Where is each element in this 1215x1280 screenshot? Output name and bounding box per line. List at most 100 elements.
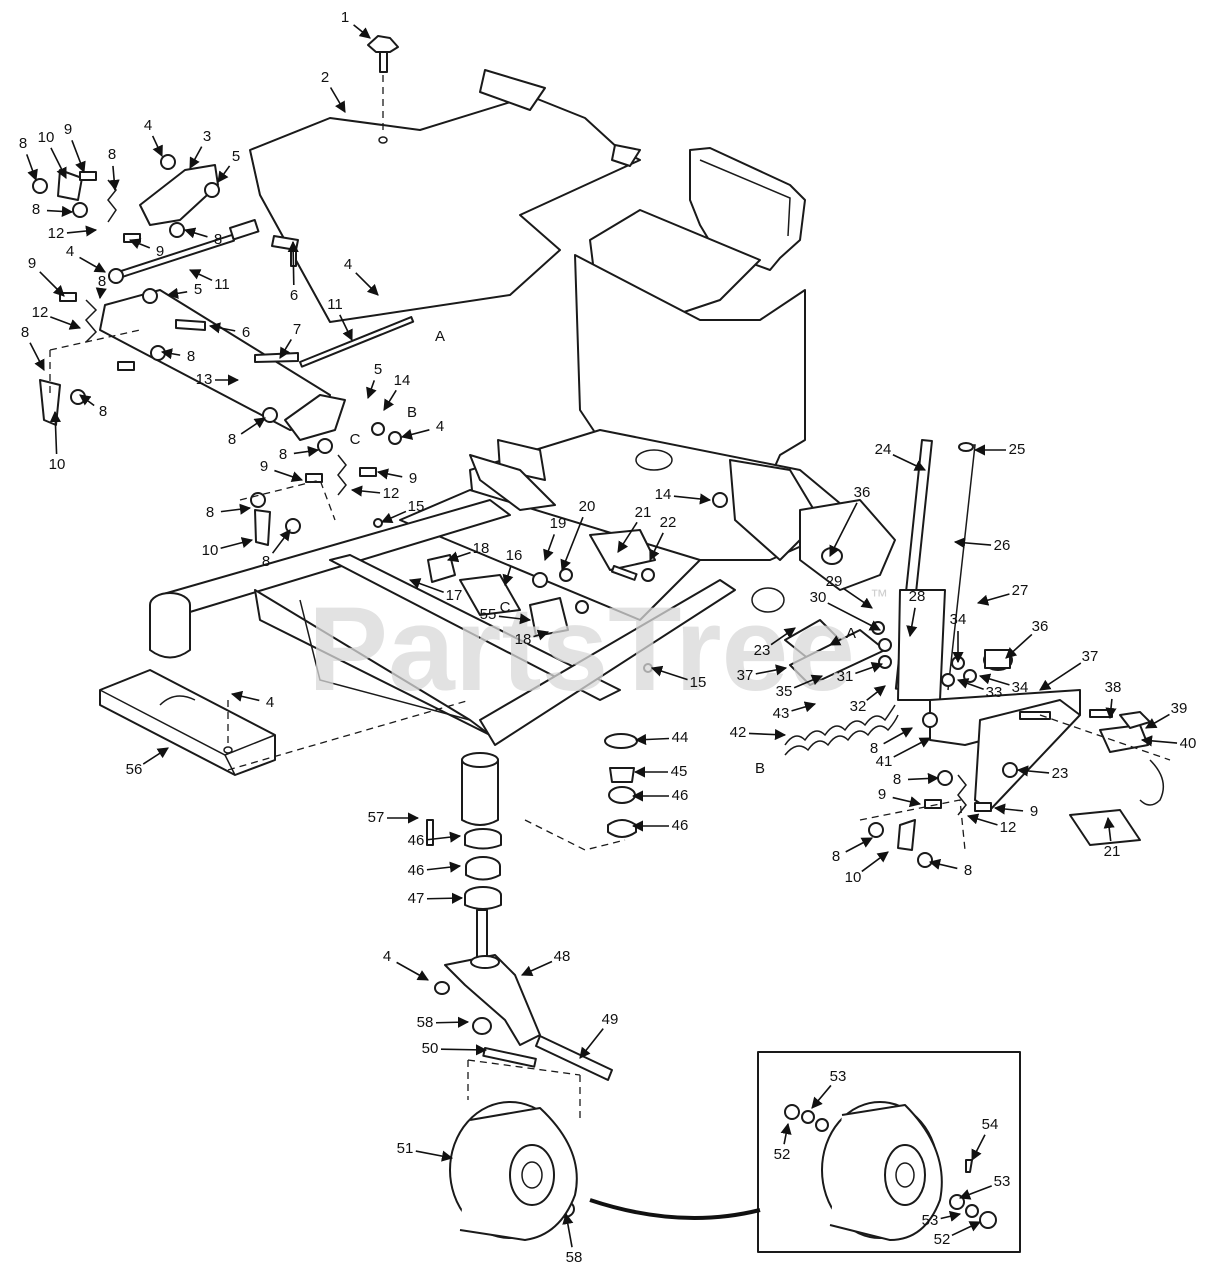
callout-12: 12 [32,304,82,330]
callout-4: 4 [383,948,429,981]
callout-8: 8 [206,503,252,521]
leader-arrow [142,747,169,765]
callout-number: 18 [515,631,532,648]
callout-number: 52 [934,1231,951,1248]
leader-arrow [339,314,353,342]
callout-4: 4 [230,690,274,711]
callout-37: 37 [737,664,788,684]
callout-number: 8 [279,446,287,463]
callout-34: 34 [978,673,1028,696]
callout-41: 41 [876,737,931,770]
callout-18: 18 [515,629,550,648]
leader-arrow [353,24,371,39]
callout-4: 4 [144,117,163,158]
callout-12: 12 [350,485,399,502]
callout-17: 17 [408,578,462,604]
callout-10: 10 [845,851,889,886]
callout-23: 23 [1016,765,1069,782]
leader-arrow [151,135,163,158]
leader-arrow [66,225,98,237]
leader-arrow [366,380,377,400]
callout-number: 35 [776,683,793,700]
callout-number: 5 [194,281,202,298]
callout-9: 9 [28,255,65,297]
callout-33: 33 [956,678,1002,701]
callout-4: 4 [400,418,444,440]
callout-A: A [829,625,856,646]
leader-arrow [350,485,381,497]
callout-27: 27 [976,582,1028,606]
callout-9: 9 [64,121,86,174]
leader-arrow [408,578,444,593]
callout-43: 43 [773,701,817,722]
callout-number: 4 [66,243,74,260]
callout-number: 8 [21,324,29,341]
callout-58: 58 [417,1014,470,1031]
callout-13: 13 [196,371,240,388]
callout-number: 4 [383,948,391,965]
callout-number: 10 [38,129,55,146]
callout-number: 8 [893,771,901,788]
callout-8: 8 [108,146,120,192]
callout-3: 3 [189,128,211,169]
callout-57: 57 [368,809,420,826]
leader-arrow [29,342,45,371]
leader-arrow [928,858,958,870]
callout-5: 5 [366,361,382,400]
callout-45: 45 [633,763,687,780]
callout-number: 23 [1052,765,1069,782]
leader-arrow [793,674,824,689]
leader-arrow [978,673,1010,686]
callout-20: 20 [560,498,595,572]
callout-number: 12 [48,225,65,242]
callout-6: 6 [287,240,299,304]
leader-arrow [956,678,984,691]
callout-21: 21 [1103,816,1120,860]
leader-arrow [293,445,320,457]
callout-10: 10 [38,129,67,180]
leader-arrow [811,1084,832,1109]
callout-number: 8 [99,403,107,420]
callout-number: 10 [845,869,862,886]
leader-arrow [953,537,992,549]
leader-arrow [376,468,403,480]
callout-52: 52 [774,1122,792,1163]
callout-number: 38 [1105,679,1122,696]
lift-lever-assembly [784,438,1171,868]
callout-number: 8 [187,348,195,365]
leader-arrow [845,837,873,853]
callout-number: 8 [19,135,27,152]
callout-8: 8 [19,135,38,182]
callout-number: 8 [832,848,840,865]
callout-58: 58 [562,1212,583,1266]
callout-number: 15 [408,498,425,515]
leader-arrow [906,607,918,638]
callout-5: 5 [166,281,202,299]
leader-arrow [220,537,254,549]
callout-number: 55 [480,606,497,623]
leader-arrow [1145,713,1170,729]
callout-number: 31 [837,668,854,685]
callout-number: 4 [436,418,444,435]
leader-arrow [160,348,181,360]
callout-9: 9 [260,458,304,483]
callout-18: 18 [446,540,490,563]
knob [367,35,399,130]
leader-arrow [498,613,532,625]
callout-12: 12 [966,813,1016,836]
callout-number: 9 [156,243,164,260]
callout-number: 18 [473,540,490,557]
callout-number: 25 [1009,441,1026,458]
callout-5: 5 [217,148,240,183]
foot-rest [99,669,276,776]
callout-number: 58 [566,1249,583,1266]
callout-36: 36 [829,484,870,557]
leader-arrow [79,256,106,273]
callout-number: 13 [196,371,213,388]
leader-arrow [791,701,817,713]
callout-10: 10 [49,410,65,473]
leader-arrow [829,635,842,646]
callout-1: 1 [341,9,371,39]
callout-number: 23 [754,642,771,659]
callout-8: 8 [183,227,222,248]
